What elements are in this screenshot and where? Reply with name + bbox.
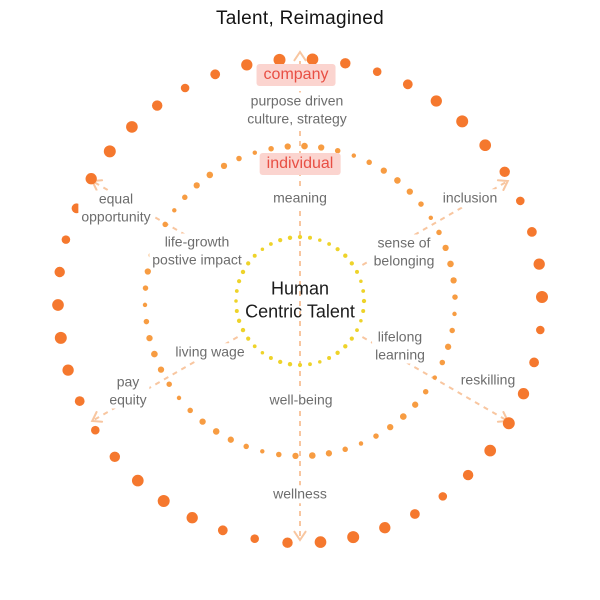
- label-reskilling: reskilling: [457, 371, 519, 389]
- page-title: Talent, Reimagined: [215, 8, 385, 29]
- center-title: Human Centric Talent: [245, 278, 355, 322]
- label-life-growth: life-growth postive impact: [149, 233, 245, 269]
- label-sense-of-belonging: sense of belonging: [370, 234, 438, 270]
- label-living-wage: living wage: [172, 343, 248, 361]
- middle-ring-label-individual: individual: [259, 153, 341, 175]
- outer-ring-description: purpose driven culture, strategy: [244, 92, 350, 128]
- label-lifelong-learning: lifelong learning: [372, 328, 428, 364]
- label-well-being: well-being: [266, 391, 336, 409]
- outer-ring-label-company: company: [256, 64, 336, 86]
- label-pay-equity: pay equity: [106, 373, 150, 409]
- label-equal-opportunity: equal opportunity: [78, 190, 154, 226]
- label-wellness: wellness: [270, 485, 330, 503]
- label-inclusion: inclusion: [439, 189, 501, 207]
- label-meaning: meaning: [270, 189, 330, 207]
